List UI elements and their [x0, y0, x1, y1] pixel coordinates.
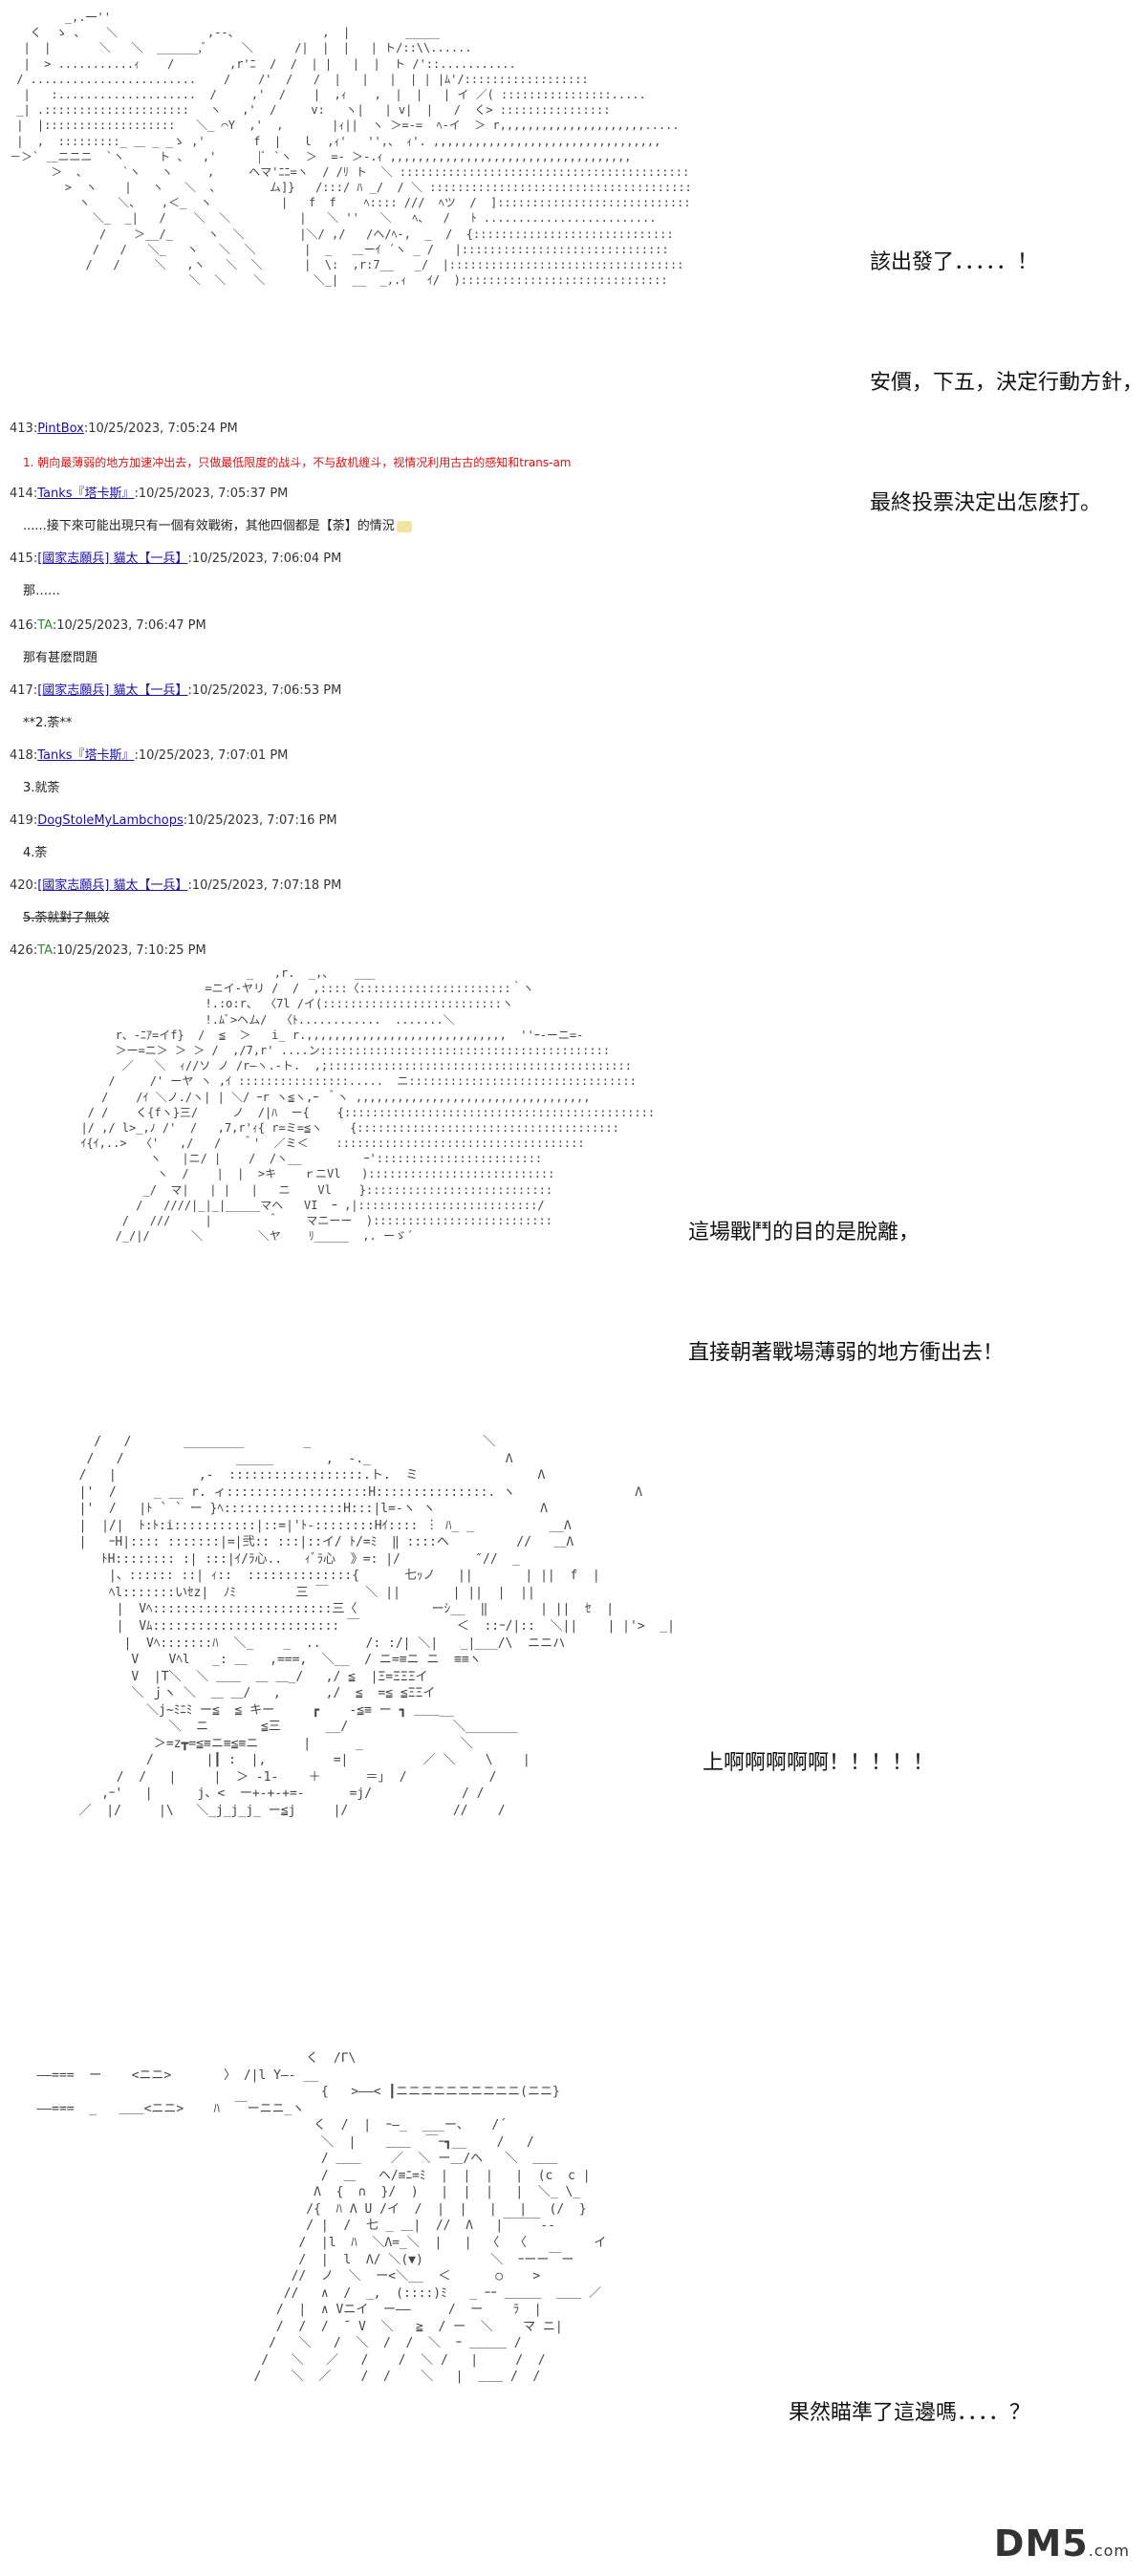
ascii-art-panel-1: _,.一'' く ゝ 、 ＼ ,--、 , | _____ | | ＼ ＼ __…: [10, 10, 851, 392]
poster-name-link[interactable]: Tanks『塔卡斯』: [37, 748, 135, 763]
post-header: 416:TA:10/25/2023, 7:06:47 PM: [10, 617, 206, 635]
post-body: **2.荼**: [23, 716, 73, 730]
post-body: 那……: [23, 584, 61, 598]
post-header: 414:Tanks『塔卡斯』:10/25/2023, 7:05:37 PM: [10, 486, 288, 503]
caption-line: 上啊啊啊啊啊！！！！！: [703, 1751, 935, 1775]
post-body-text: ......接下來可能出現只有一個有效戰術，其他四個都是【荼】的情況: [23, 519, 395, 533]
ascii-art-panel-4: く /Γ\ ――=== ー <ニニ> 〉 /|l Y―‐ __ { >――< ┃…: [14, 2050, 741, 2566]
poster-name-link[interactable]: [國家志願兵] 貓太【一兵】: [37, 683, 188, 698]
smiley-icon: [396, 520, 412, 532]
post-header: 413:PintBox:10/25/2023, 7:05:24 PM: [10, 421, 238, 438]
post-timestamp: :10/25/2023, 7:06:47 PM: [52, 618, 206, 633]
post-number: 414:: [10, 487, 38, 501]
post-timestamp: :10/25/2023, 7:06:53 PM: [187, 683, 342, 698]
post-body: 1. 朝向最薄弱的地方加速冲出去，只做最低限度的战斗，不与敌机缠斗，视情况利用古…: [23, 456, 572, 469]
poster-name-link[interactable]: [國家志願兵] 貓太【一兵】: [37, 878, 188, 893]
watermark-brand: DM5: [993, 2522, 1089, 2565]
caption-line: 直接朝著戰場薄弱的地方衝出去！: [688, 1341, 1005, 1365]
post-body: 4.荼: [23, 846, 48, 860]
panel-4-caption: 果然瞄準了這邊嗎．．．．？: [789, 2313, 1030, 2474]
panel-1-caption: 該出發了．．．．．！ 安價，下五，決定行動方針， 最終投票決定出怎麽打。: [870, 162, 1143, 564]
post-number: 415:: [10, 552, 38, 566]
post-timestamp: :10/25/2023, 7:10:25 PM: [52, 943, 206, 958]
caption-line: 這場戰鬥的目的是脫離，: [688, 1221, 920, 1245]
post-number: 419:: [10, 813, 38, 828]
post-number: 416:: [10, 618, 38, 633]
caption-line: 最終投票決定出怎麽打。: [870, 491, 1102, 515]
post-header: 417:[國家志願兵] 貓太【一兵】:10/25/2023, 7:06:53 P…: [10, 682, 341, 700]
panel-3-caption: 上啊啊啊啊啊！！！！！: [703, 1663, 934, 1824]
post-timestamp: :10/25/2023, 7:07:01 PM: [134, 748, 289, 763]
poster-name-link[interactable]: PintBox: [37, 422, 84, 436]
post-number: 420:: [10, 878, 38, 893]
poster-name-link[interactable]: [國家志願兵] 貓太【一兵】: [37, 552, 188, 566]
poster-name: TA: [37, 618, 53, 633]
post-header: 419:DogStoleMyLambchops:10/25/2023, 7:07…: [10, 812, 337, 830]
post-timestamp: :10/25/2023, 7:07:18 PM: [187, 878, 342, 893]
post-timestamp: :10/25/2023, 7:06:04 PM: [187, 552, 342, 566]
post-header: 415:[國家志願兵] 貓太【一兵】:10/25/2023, 7:06:04 P…: [10, 551, 341, 568]
post-number: 417:: [10, 683, 38, 698]
post-timestamp: :10/25/2023, 7:05:37 PM: [134, 487, 289, 501]
poster-name: TA: [37, 943, 53, 958]
post-timestamp: :10/25/2023, 7:05:24 PM: [83, 422, 238, 436]
post-body: 那有甚麽問題: [23, 651, 98, 665]
post-body: ......接下來可能出現只有一個有效戰術，其他四個都是【荼】的情況: [23, 518, 412, 535]
post-header: 418:Tanks『塔卡斯』:10/25/2023, 7:07:01 PM: [10, 747, 288, 765]
post-header: 420:[國家志願兵] 貓太【一兵】:10/25/2023, 7:07:18 P…: [10, 877, 341, 895]
ascii-art-panel-3: / / ________ _ ＼ / / _____ , -._ Λ / | ,…: [19, 1434, 726, 2026]
watermark-suffix: .com: [1088, 2542, 1130, 2560]
poster-name-link[interactable]: DogStoleMyLambchops: [37, 813, 184, 828]
ascii-art-panel-2: _ ,r. _,、 ___ =ニイ-ヤリ / / ,::::〈:::::::::…: [67, 965, 655, 1386]
post-number: 426:: [10, 943, 38, 958]
post-number: 418:: [10, 748, 38, 763]
caption-line: 安價，下五，決定行動方針，: [870, 371, 1144, 395]
panel-2-caption: 這場戰鬥的目的是脫離， 直接朝著戰場薄弱的地方衝出去！: [688, 1133, 1004, 1414]
caption-line: 該出發了．．．．．！: [870, 250, 1039, 274]
post-timestamp: :10/25/2023, 7:07:16 PM: [183, 813, 337, 828]
poster-name-link[interactable]: Tanks『塔卡斯』: [37, 487, 135, 501]
post-body: 3.就荼: [23, 781, 60, 795]
site-watermark-logo: DM5.com: [994, 2522, 1130, 2565]
post-number: 413:: [10, 422, 38, 436]
caption-line: 果然瞄準了這邊嗎．．．．？: [789, 2401, 1031, 2425]
post-body: 5.荼就對了無效: [23, 911, 110, 925]
post-header: 426:TA:10/25/2023, 7:10:25 PM: [10, 942, 206, 960]
